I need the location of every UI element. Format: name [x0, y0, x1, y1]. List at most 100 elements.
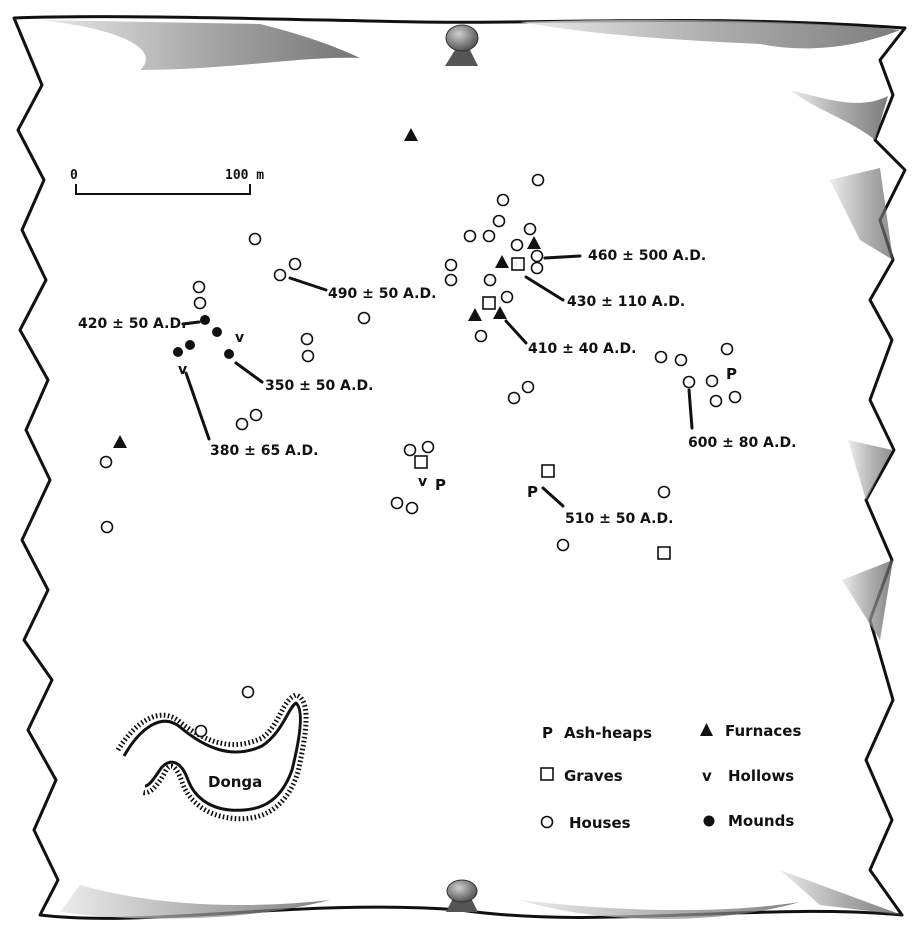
scale-end-label: 100 m: [225, 168, 264, 183]
legend-hollows: v Hollows: [702, 767, 794, 785]
house-marker: [709, 394, 723, 408]
house-marker: [463, 229, 477, 243]
furnace-marker: [468, 308, 482, 321]
house-marker: [474, 329, 488, 343]
date-leader-line: [288, 276, 328, 292]
house-marker: [273, 268, 287, 282]
house-marker: [556, 538, 570, 552]
ash-heap-marker: P: [527, 483, 538, 501]
legend-furnaces-label: Furnaces: [725, 722, 801, 740]
date-leader-line: [543, 254, 582, 260]
date-leader-line: [687, 388, 694, 430]
date-labels: 490 ± 50 A.D. 420 ± 50 A.D. 350 ± 50 A.D…: [78, 248, 796, 527]
house-marker: [405, 501, 419, 515]
furnace-legend-icon: [700, 723, 713, 736]
legend-mounds: Mounds: [703, 812, 794, 830]
furnace-marker: [527, 236, 541, 249]
grave-marker: [414, 455, 428, 469]
house-marker: [531, 173, 545, 187]
house-marker: [674, 353, 688, 367]
date-leader-line: [184, 371, 211, 441]
hollow-marker: v: [235, 330, 244, 346]
house-marker: [657, 485, 671, 499]
furnace-marker: [493, 306, 507, 319]
mound-marker: [173, 347, 183, 357]
house-marker: [444, 258, 458, 272]
legend-mounds-label: Mounds: [728, 812, 794, 830]
furnace-marker: [495, 255, 509, 268]
grave-marker: [657, 546, 671, 560]
mound-legend-icon: [703, 815, 715, 827]
house-marker: [720, 342, 734, 356]
house-marker: [192, 280, 206, 294]
donga-label: Donga: [208, 773, 262, 791]
scale-bar: 0 100 m: [70, 168, 264, 195]
house-legend-icon: [540, 815, 554, 829]
house-marker: [421, 440, 435, 454]
house-marker: [728, 390, 742, 404]
mound-marker: [185, 340, 195, 350]
donga-gully: Donga: [115, 692, 309, 822]
legend: P Ash-heaps Graves Houses Furnaces v Hol…: [540, 722, 801, 832]
date-leader-line: [504, 319, 528, 345]
furnace-marker: [404, 128, 418, 141]
house-marker: [500, 290, 514, 304]
date-label-410: 410 ± 40 A.D.: [528, 341, 636, 357]
grave-marker: [541, 464, 555, 478]
house-marker: [301, 349, 315, 363]
house-marker: [357, 311, 371, 325]
date-label-350: 350 ± 50 A.D.: [265, 378, 373, 394]
house-marker: [705, 374, 719, 388]
house-marker: [403, 443, 417, 457]
legend-ash-heaps: P Ash-heaps: [542, 724, 652, 742]
house-marker: [482, 229, 496, 243]
house-marker: [492, 214, 506, 228]
house-marker: [444, 273, 458, 287]
legend-graves-label: Graves: [564, 767, 623, 785]
legend-graves: Graves: [540, 767, 623, 785]
mound-marker: [224, 349, 234, 359]
house-marker: [99, 455, 113, 469]
date-label-380: 380 ± 65 A.D.: [210, 443, 318, 459]
mound-marker: [212, 327, 222, 337]
bottom-pin-icon: [446, 879, 478, 912]
grave-marker: [482, 296, 496, 310]
house-marker: [288, 257, 302, 271]
date-label-460: 460 ± 500 A.D.: [588, 248, 706, 264]
mound-marker: [200, 315, 210, 325]
house-marker: [507, 391, 521, 405]
house-marker: [241, 685, 255, 699]
hollow-legend-icon: v: [702, 767, 712, 785]
date-label-430: 430 ± 110 A.D.: [567, 294, 685, 310]
legend-houses: Houses: [540, 814, 631, 832]
ash-heap-legend-icon: P: [542, 724, 553, 742]
grave-legend-icon: [540, 767, 554, 781]
hollow-marker: v: [178, 362, 187, 378]
date-label-510: 510 ± 50 A.D.: [565, 511, 673, 527]
house-marker: [530, 261, 544, 275]
legend-furnaces: Furnaces: [700, 722, 801, 740]
date-leader-line: [234, 361, 264, 384]
date-leader-line: [181, 320, 201, 326]
date-label-420: 420 ± 50 A.D.: [78, 316, 186, 332]
scale-start-label: 0: [70, 168, 78, 183]
date-leader-line: [541, 486, 565, 508]
grave-marker: [511, 257, 525, 271]
house-marker: [100, 520, 114, 534]
hollow-marker: v: [418, 474, 427, 490]
house-marker: [521, 380, 535, 394]
ash-heap-marker: P: [435, 476, 446, 494]
ash-heap-marker: P: [726, 365, 737, 383]
house-marker: [390, 496, 404, 510]
date-leader-line: [524, 275, 565, 302]
legend-ash-heaps-label: Ash-heaps: [564, 724, 652, 742]
house-marker: [682, 375, 696, 389]
house-marker: [530, 249, 544, 263]
house-marker: [523, 222, 537, 236]
date-label-490: 490 ± 50 A.D.: [328, 286, 436, 302]
house-marker: [249, 408, 263, 422]
house-marker: [654, 350, 668, 364]
date-leader-lines: [181, 254, 694, 508]
